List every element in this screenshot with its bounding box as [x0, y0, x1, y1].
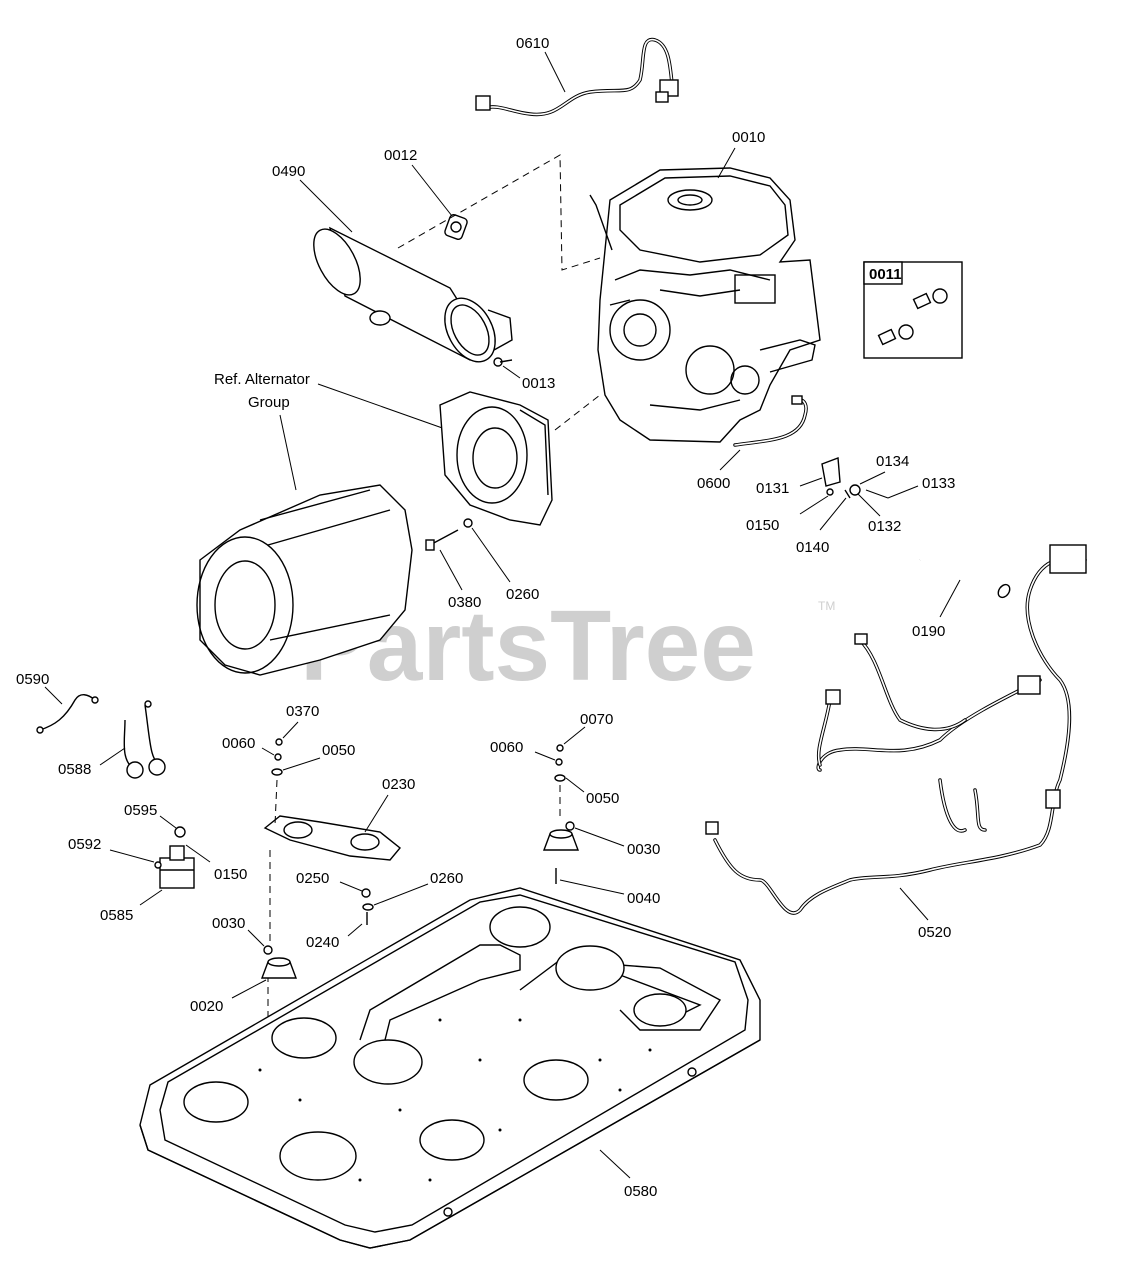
label-0013[interactable]: 0013	[522, 375, 555, 392]
label-0131[interactable]: 0131	[756, 480, 789, 497]
part-0131-bracket[interactable]	[821, 457, 841, 487]
label-0380[interactable]: 0380	[448, 594, 481, 611]
label-0134[interactable]: 0134	[876, 453, 909, 470]
part-0260-washer[interactable]	[463, 518, 473, 528]
label-0260-a[interactable]: 0260	[506, 586, 539, 603]
watermark-trademark: TM	[818, 599, 835, 613]
part-0580-base[interactable]	[139, 887, 761, 1249]
part-adapter-plate[interactable]	[439, 391, 553, 526]
label-0140[interactable]: 0140	[796, 539, 829, 556]
label-0060-b[interactable]: 0060	[490, 739, 523, 756]
label-0070[interactable]: 0070	[580, 711, 613, 728]
part-0250-washer[interactable]	[361, 888, 371, 898]
part-0030-nut-left[interactable]	[263, 945, 273, 955]
label-0592[interactable]: 0592	[68, 836, 101, 853]
label-0520[interactable]: 0520	[918, 924, 951, 941]
part-alternator[interactable]	[196, 484, 413, 676]
label-0250[interactable]: 0250	[296, 870, 329, 887]
part-0490-muffler[interactable]	[304, 222, 513, 371]
label-0595[interactable]: 0595	[124, 802, 157, 819]
label-0230[interactable]: 0230	[382, 776, 415, 793]
part-0600-wire[interactable]	[733, 395, 808, 447]
part-0610-wire[interactable]	[475, 38, 679, 117]
inset-box-0011[interactable]: 0011	[863, 261, 963, 359]
part-0585-relay[interactable]	[159, 845, 195, 889]
label-0050-a[interactable]: 0050	[322, 742, 355, 759]
part-0380-bolt[interactable]	[425, 529, 459, 551]
part-0050-washer-right[interactable]	[554, 774, 566, 782]
label-0040[interactable]: 0040	[627, 890, 660, 907]
part-0070-nut[interactable]	[556, 744, 564, 752]
label-0050-b[interactable]: 0050	[586, 790, 619, 807]
label-0012[interactable]: 0012	[384, 147, 417, 164]
label-0590[interactable]: 0590	[16, 671, 49, 688]
ref-note-line2: Group	[248, 394, 290, 411]
label-0132[interactable]: 0132	[868, 518, 901, 535]
label-0030-a[interactable]: 0030	[212, 915, 245, 932]
part-0060-washer-right[interactable]	[555, 758, 563, 766]
label-0260-b[interactable]: 0260	[430, 870, 463, 887]
label-0150-a[interactable]: 0150	[746, 517, 779, 534]
part-0190-hose[interactable]	[916, 547, 1012, 600]
label-0370[interactable]: 0370	[286, 703, 319, 720]
label-0610[interactable]: 0610	[516, 35, 549, 52]
part-0595-nut[interactable]	[174, 826, 186, 838]
label-0190[interactable]: 0190	[912, 623, 945, 640]
part-0588-sensor[interactable]	[123, 700, 166, 779]
part-0230-bracket[interactable]	[263, 815, 401, 861]
part-0050-washer-left[interactable]	[271, 768, 283, 776]
part-0020-isolator[interactable]	[260, 957, 298, 979]
ref-note-line1: Ref. Alternator	[214, 371, 310, 388]
label-0580[interactable]: 0580	[624, 1183, 657, 1200]
label-0011: 0011	[869, 266, 902, 283]
label-0020[interactable]: 0020	[190, 998, 223, 1015]
label-0600[interactable]: 0600	[697, 475, 730, 492]
label-0010[interactable]: 0010	[732, 129, 765, 146]
part-0260-washer-b[interactable]	[362, 903, 374, 911]
part-0590-wire[interactable]	[36, 694, 99, 734]
label-0490[interactable]: 0490	[272, 163, 305, 180]
label-0030-b[interactable]: 0030	[627, 841, 660, 858]
part-0030-isolator-right[interactable]	[542, 821, 580, 851]
label-0240[interactable]: 0240	[306, 934, 339, 951]
label-0585[interactable]: 0585	[100, 907, 133, 924]
part-0013-bolt[interactable]	[493, 357, 513, 367]
part-0010-engine[interactable]	[589, 167, 821, 443]
label-0060-a[interactable]: 0060	[222, 735, 255, 752]
label-0588[interactable]: 0588	[58, 761, 91, 778]
label-0133[interactable]: 0133	[922, 475, 955, 492]
part-0132-clamp[interactable]	[849, 484, 861, 496]
label-0150-b[interactable]: 0150	[214, 866, 247, 883]
part-0370-nut[interactable]	[275, 738, 283, 746]
part-0592-screw[interactable]	[154, 861, 162, 869]
part-0140-screw[interactable]	[844, 489, 851, 499]
part-0520-harness[interactable]	[705, 544, 1087, 915]
part-0150-washer[interactable]	[826, 488, 834, 496]
part-0012-gasket[interactable]	[444, 214, 468, 241]
part-0060-washer-left[interactable]	[274, 753, 282, 761]
